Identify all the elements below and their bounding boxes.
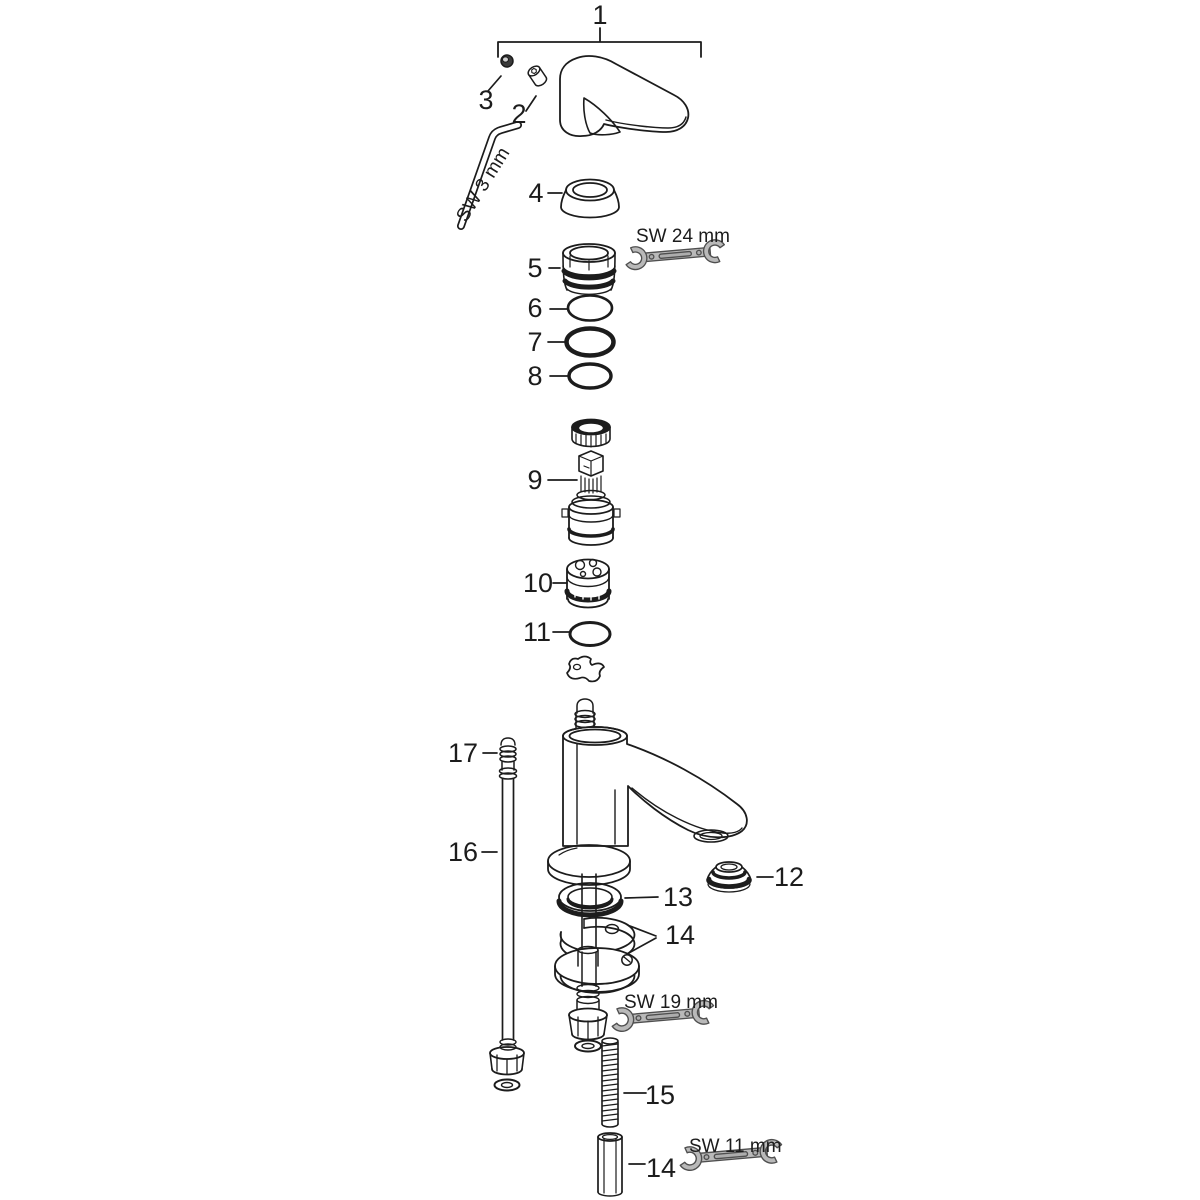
faucet-body	[547, 698, 748, 886]
part-9-cartridge	[561, 450, 621, 546]
part-number-5: 5	[527, 253, 542, 283]
leader-2	[525, 95, 537, 112]
part-number-11: 11	[523, 617, 551, 647]
callout-bracket-1	[497, 27, 702, 58]
part-number-17: 17	[448, 738, 478, 768]
part-7-o-ring	[564, 326, 616, 358]
knurled-ring	[571, 418, 611, 448]
part-6-o-ring	[566, 294, 614, 322]
leader-3	[487, 75, 502, 92]
part-number-3: 3	[478, 85, 493, 115]
part-2-set-screw	[527, 65, 548, 87]
wrench-sw11-label: SW 11 mm	[689, 1136, 782, 1157]
part-14-hex-sleeve	[597, 1132, 623, 1197]
part-number-8: 8	[527, 361, 542, 391]
hose-assembly	[489, 737, 525, 1092]
part-number-7: 7	[527, 327, 542, 357]
part-number-12: 12	[774, 862, 804, 892]
part-number-14: 14	[665, 920, 695, 950]
part-number-6: 6	[527, 293, 542, 323]
shank-end-nut-washer	[568, 951, 608, 1053]
callout-labels: 1 2 3 4 5 6 7 8 9 10 11 12 13 14 15 16 1…	[448, 0, 804, 1183]
part-15-threaded-rod	[601, 1037, 619, 1128]
part-3-plug	[500, 54, 514, 68]
part-number-9: 9	[527, 465, 542, 495]
wrench-sw19-label: SW 19 mm	[624, 992, 718, 1013]
part-number-10: 10	[523, 568, 553, 598]
part-number-15: 15	[645, 1080, 675, 1110]
part-number-4: 4	[528, 178, 543, 208]
part-number-14-bottom: 14	[646, 1153, 676, 1183]
star-gasket	[566, 655, 605, 683]
part-10-adapter	[564, 558, 612, 609]
part-12-aerator	[706, 861, 752, 893]
leader-13	[624, 896, 659, 899]
spout-outlet	[693, 829, 729, 843]
part-16-hose-tube	[501, 778, 515, 1041]
part-11-o-ring	[568, 621, 612, 647]
part-1-handle	[559, 55, 690, 137]
allen-key-icon	[457, 121, 522, 230]
part-17-hose-connector	[498, 737, 518, 780]
part-number-2: 2	[511, 99, 526, 129]
part-8-o-ring	[567, 362, 613, 390]
leader-lines	[481, 75, 774, 1165]
part-number-13: 13	[663, 882, 693, 912]
part-4-escutcheon-ring	[560, 178, 620, 219]
part-13-gasket-ring	[556, 882, 624, 918]
part-14-mounting-set	[554, 916, 640, 1053]
hose-end-nut-washer	[489, 1038, 525, 1092]
part-5-cartridge-nut	[561, 243, 617, 295]
part-number-16: 16	[448, 837, 478, 867]
leader-14	[626, 925, 657, 955]
wrench-sw24-label: SW 24 mm	[636, 226, 730, 247]
part-number-1: 1	[592, 0, 607, 30]
base-escutcheon	[547, 844, 631, 886]
